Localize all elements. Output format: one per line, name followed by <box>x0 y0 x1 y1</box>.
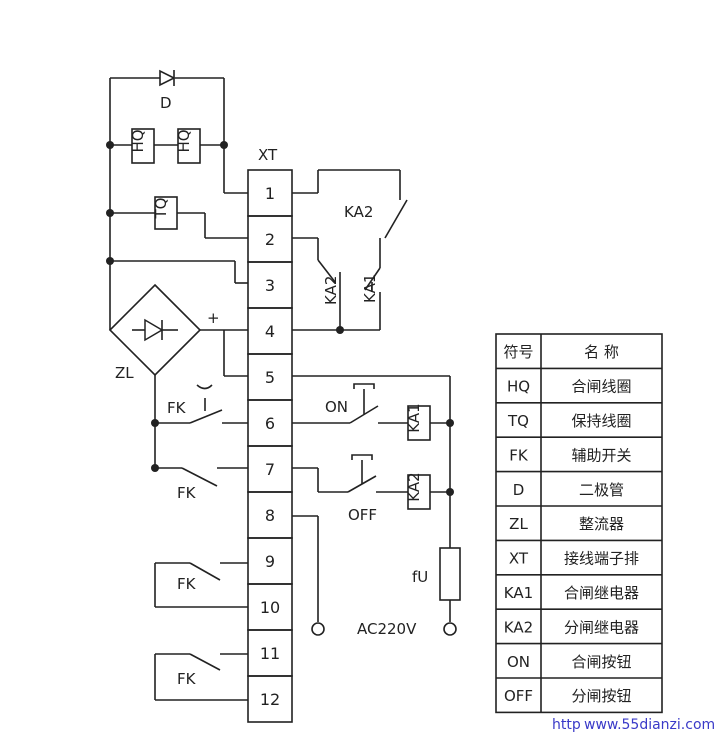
watermark-prefix: http <box>552 717 581 733</box>
terminal-number: 12 <box>260 690 280 709</box>
zl-label: ZL <box>115 364 134 382</box>
fk-label-11: FK <box>177 670 197 688</box>
fk-switch-6 <box>155 384 248 424</box>
ac-terminal-left <box>311 622 325 636</box>
hq-label-1: HQ <box>129 129 147 152</box>
watermark: www.55dianzi.com <box>584 717 715 733</box>
legend-symbol: TQ <box>507 412 529 430</box>
legend-header-name: 名 称 <box>584 343 619 361</box>
terminal-number: 6 <box>265 414 275 433</box>
terminal-number: 4 <box>265 322 275 341</box>
rectifier-bridge <box>108 283 202 377</box>
fk-switch-9-10 <box>154 562 248 608</box>
legend-name: 合闸按钮 <box>571 653 631 671</box>
fuse-symbol <box>439 547 461 601</box>
terminal-cell <box>247 675 293 723</box>
diode-symbol <box>159 69 176 87</box>
legend-name: 二极管 <box>579 481 624 499</box>
hq-label-2: HQ <box>175 129 193 152</box>
ka1-label: KA1 <box>361 274 379 303</box>
ka2-coil: KA2 <box>405 472 431 510</box>
legend-symbol: HQ <box>507 378 530 396</box>
legend-name: 合闸继电器 <box>564 584 639 602</box>
legend-symbol: ZL <box>509 515 528 533</box>
legend-symbol: KA2 <box>504 618 533 636</box>
junction-dot <box>106 141 114 149</box>
terminal-number: 8 <box>265 506 275 525</box>
ac-terminal-right <box>443 622 457 636</box>
legend-symbol: KA1 <box>504 584 533 602</box>
legend-symbol: XT <box>509 550 529 568</box>
fk-switch-11-12 <box>154 653 248 701</box>
plus-label: + <box>207 309 220 327</box>
ka2-contact <box>292 169 408 268</box>
off-button-symbol <box>292 454 408 493</box>
legend-symbol: ON <box>507 653 530 671</box>
ka1-coil-label: KA1 <box>405 403 423 432</box>
hq-coil-2: HQ <box>175 128 201 164</box>
ka1-contact <box>364 267 381 330</box>
ka1-coil: KA1 <box>405 403 431 441</box>
terminal-number: 3 <box>265 276 275 295</box>
tq-label: TQ <box>152 198 170 220</box>
ka2-coil-label: KA2 <box>405 472 423 501</box>
terminal-number: 2 <box>265 230 275 249</box>
on-button-symbol <box>292 383 408 424</box>
legend-name: 合闸线圈 <box>571 378 631 396</box>
ac-label: AC220V <box>357 620 417 638</box>
fk-switch-7 <box>155 467 248 487</box>
terminal-number: 9 <box>265 552 275 571</box>
terminal-number: 10 <box>260 598 280 617</box>
junction-dot <box>106 209 114 217</box>
fk-label-9: FK <box>177 575 197 593</box>
legend-symbol: FK <box>509 446 529 464</box>
junction-dot <box>336 326 344 334</box>
junction-dot <box>220 141 228 149</box>
ka2-nc-contact <box>317 259 341 330</box>
fk-label-7: FK <box>177 484 197 502</box>
legend-symbol: D <box>513 481 525 499</box>
ka2-label: KA2 <box>322 276 340 305</box>
legend-name: 整流器 <box>579 515 624 533</box>
on-label: ON <box>325 398 348 416</box>
xt-label: XT <box>258 146 278 164</box>
legend-table: 符号 名 称 HQ 合闸线圈 TQ 保持线圈 FK 辅助开关 D 二极管 ZL 整流器 XT 接线端子排 K… <box>495 333 663 714</box>
fk-label-6: FK <box>167 399 187 417</box>
legend-name: 接线端子排 <box>564 550 639 568</box>
terminal-number: 11 <box>260 644 280 663</box>
junction-dot <box>151 419 159 427</box>
tq-coil: TQ <box>152 196 178 230</box>
terminal-number: 7 <box>265 460 275 479</box>
diode-label: D <box>160 94 172 112</box>
legend-header-symbol: 符号 <box>503 343 533 361</box>
ka2-contact-label: KA2 <box>344 203 373 221</box>
off-label: OFF <box>348 506 377 524</box>
fuse-label: fU <box>412 568 428 586</box>
legend-border <box>495 333 663 714</box>
hq-coil-1: HQ <box>129 128 155 164</box>
legend-symbol: OFF <box>504 687 533 705</box>
legend-name: 辅助开关 <box>571 446 631 464</box>
legend-name: 保持线圈 <box>571 412 631 430</box>
legend-name: 分闸按钮 <box>571 687 631 705</box>
terminal-number: 5 <box>265 368 275 387</box>
junction-dot <box>151 464 159 472</box>
junction-dot <box>106 257 114 265</box>
legend-name: 分闸继电器 <box>564 618 639 636</box>
terminal-number: 1 <box>265 184 275 203</box>
